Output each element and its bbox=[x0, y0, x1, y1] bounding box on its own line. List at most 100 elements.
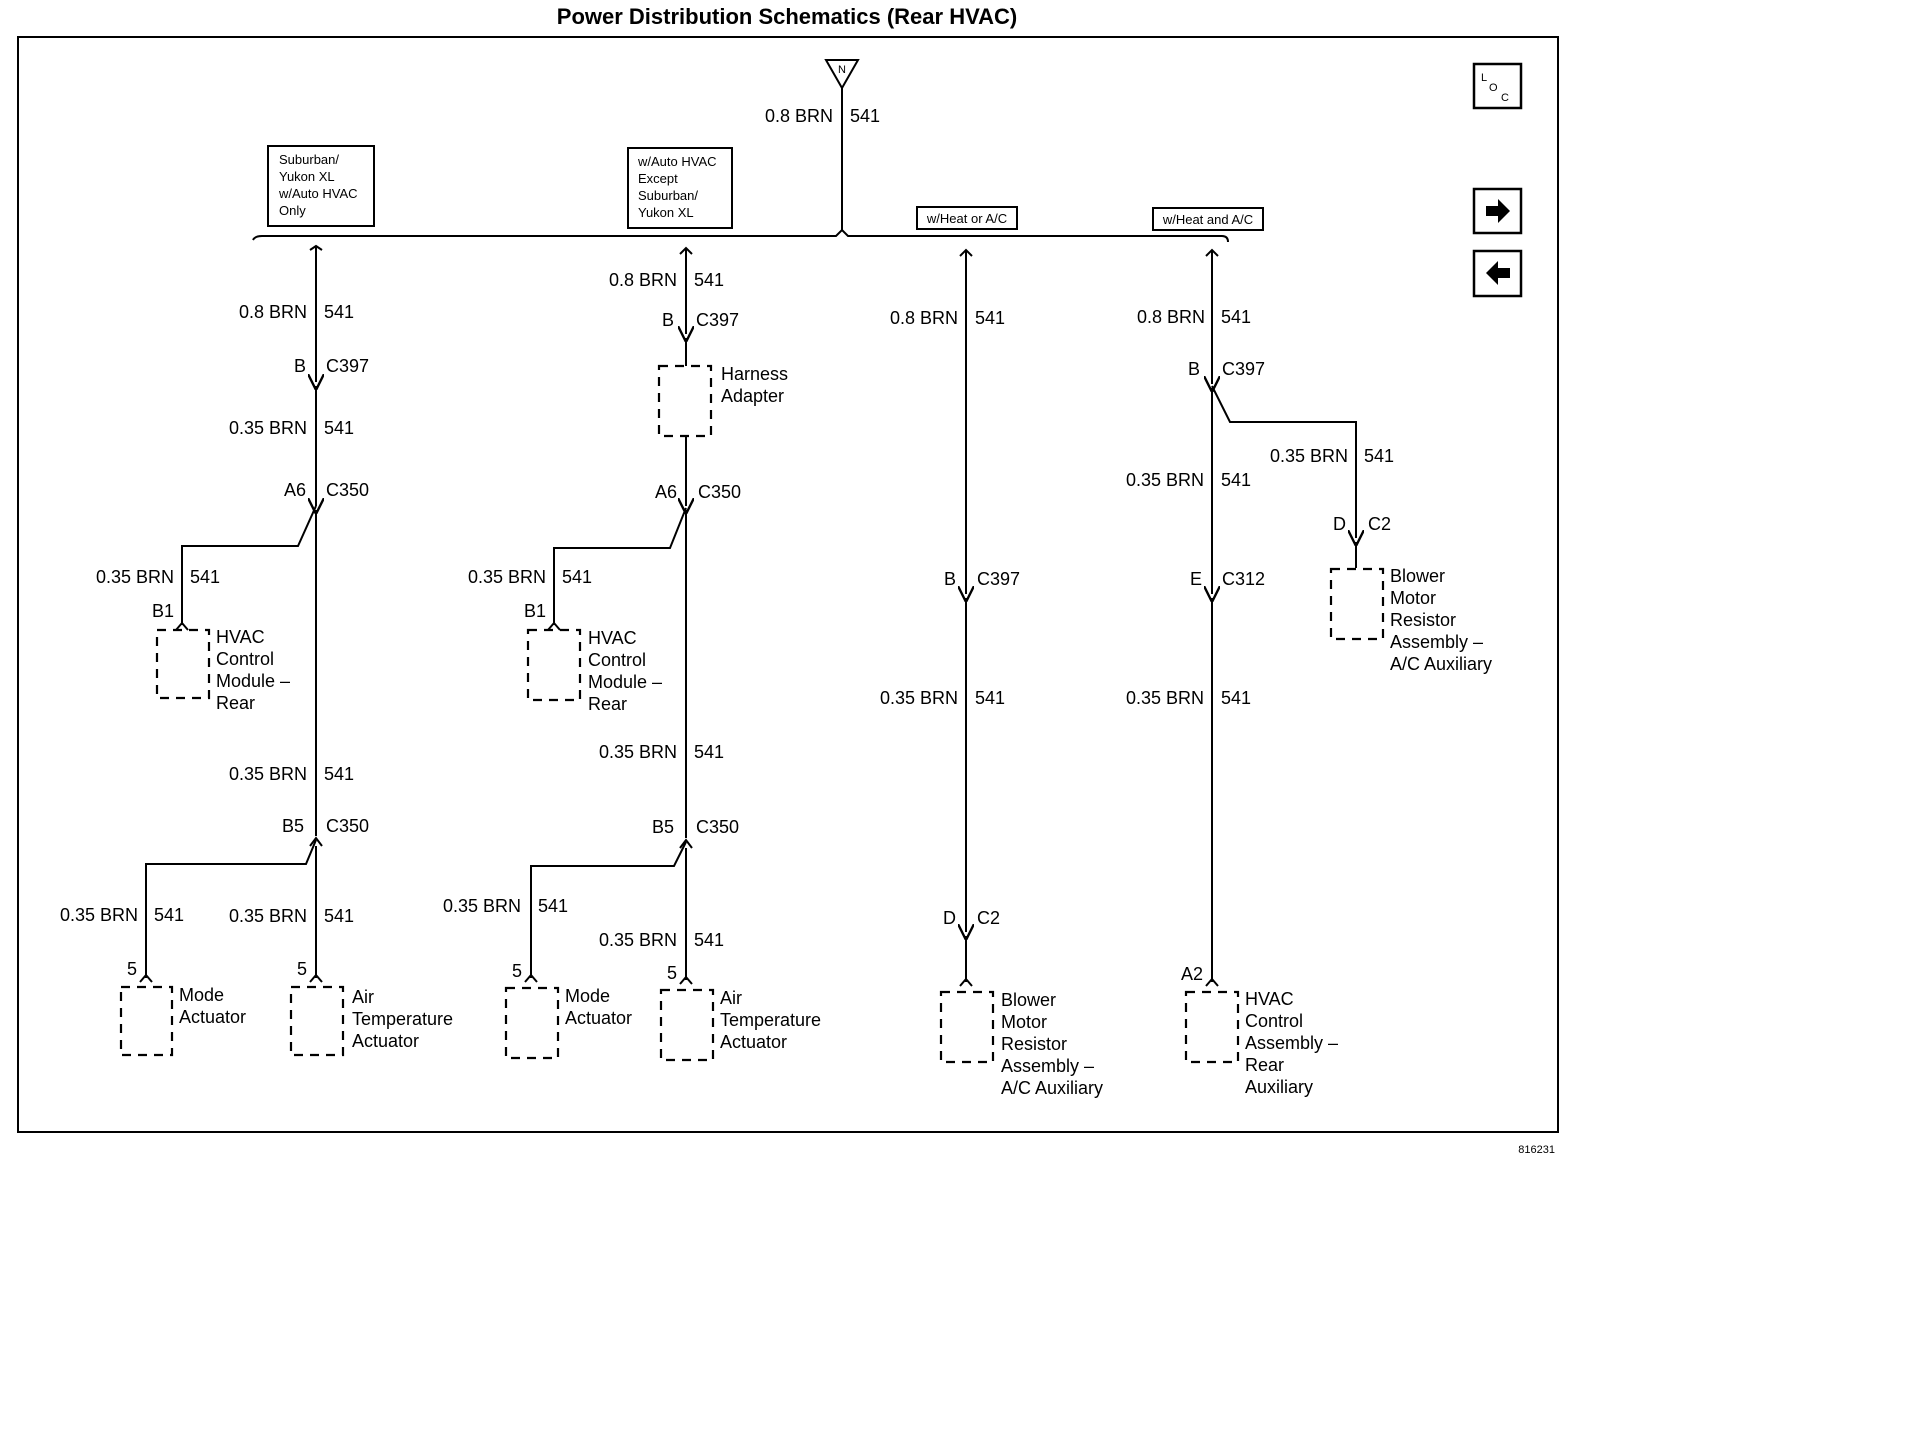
wire-circuit-label: 541 bbox=[694, 930, 724, 950]
svg-text:Control: Control bbox=[216, 649, 274, 669]
hvac-control-assembly-box bbox=[1184, 990, 1240, 1064]
air-temp-actuator-label: Air Temperature Actuator bbox=[352, 987, 453, 1051]
svg-text:Assembly –: Assembly – bbox=[1390, 632, 1483, 652]
connector-pin-label: B bbox=[944, 569, 956, 589]
branch-suburban-auto bbox=[139, 244, 322, 983]
svg-text:Suburban/: Suburban/ bbox=[279, 152, 339, 167]
svg-text:Control: Control bbox=[588, 650, 646, 670]
hvac-control-assembly-label: HVAC Control Assembly – Rear Auxiliary bbox=[1245, 989, 1338, 1097]
svg-text:C: C bbox=[1501, 92, 1509, 104]
option-box-heat-and-ac: w/Heat and A/C bbox=[1152, 207, 1264, 231]
svg-text:Resistor: Resistor bbox=[1390, 610, 1456, 630]
wire-gauge-label: 0.8 BRN bbox=[609, 270, 677, 290]
connector-pin-label: 5 bbox=[127, 959, 137, 979]
wire-gauge-label: 0.35 BRN bbox=[60, 905, 138, 925]
hvac-module-rear-label: HVAC Control Module – Rear bbox=[588, 628, 662, 714]
svg-text:HVAC: HVAC bbox=[216, 627, 265, 647]
wire-gauge-label: 0.35 BRN bbox=[229, 418, 307, 438]
wire-circuit-label: 541 bbox=[324, 418, 354, 438]
connector-pin-label: B5 bbox=[282, 816, 304, 836]
wire-circuit-label: 541 bbox=[324, 906, 354, 926]
diagram-frame bbox=[17, 36, 1559, 1133]
connector-pin-label: D bbox=[1333, 514, 1346, 534]
blower-motor-resistor-label: Blower Motor Resistor Assembly – A/C Aux… bbox=[1001, 990, 1103, 1098]
connector-label: C350 bbox=[696, 817, 739, 837]
arrow-right-icon[interactable] bbox=[1472, 187, 1523, 235]
option-box-heat-or-ac: w/Heat or A/C bbox=[916, 206, 1018, 230]
wire-gauge-label: 0.8 BRN bbox=[239, 302, 307, 322]
connector-label: C397 bbox=[326, 356, 369, 376]
svg-text:L: L bbox=[1481, 72, 1487, 84]
svg-text:Assembly –: Assembly – bbox=[1001, 1056, 1094, 1076]
svg-text:Motor: Motor bbox=[1390, 588, 1436, 608]
connector-pin-label: B bbox=[294, 356, 306, 376]
page-title: Power Distribution Schematics (Rear HVAC… bbox=[557, 4, 1017, 29]
connector-pin-label: A6 bbox=[655, 482, 677, 502]
connector-pin-label: 5 bbox=[667, 963, 677, 983]
svg-text:Temperature: Temperature bbox=[352, 1009, 453, 1029]
connector-pin-label: D bbox=[943, 908, 956, 928]
doc-number: 816231 bbox=[1518, 1144, 1555, 1156]
svg-text:Temperature: Temperature bbox=[720, 1010, 821, 1030]
svg-text:Mode: Mode bbox=[565, 986, 610, 1006]
loc-icon[interactable]: L O C bbox=[1472, 62, 1523, 110]
wire-gauge-label: 0.35 BRN bbox=[880, 688, 958, 708]
svg-text:w/Heat or A/C: w/Heat or A/C bbox=[926, 211, 1007, 226]
power-bus bbox=[252, 228, 1229, 243]
wire-circuit-label: 541 bbox=[694, 270, 724, 290]
wire-circuit-label: 541 bbox=[694, 742, 724, 762]
option-box-auto-except: w/Auto HVAC Except Suburban/ Yukon XL bbox=[627, 147, 733, 229]
connector-pin-label: B1 bbox=[524, 601, 546, 621]
svg-text:Rear: Rear bbox=[216, 693, 255, 713]
svg-text:O: O bbox=[1489, 82, 1498, 94]
source-node: N bbox=[824, 59, 860, 91]
hvac-module-rear-box bbox=[155, 628, 211, 700]
wire-gauge-label: 0.35 BRN bbox=[443, 896, 521, 916]
air-temp-actuator-box bbox=[659, 988, 715, 1062]
svg-text:Rear: Rear bbox=[588, 694, 627, 714]
svg-text:Motor: Motor bbox=[1001, 1012, 1047, 1032]
connector-label: C397 bbox=[977, 569, 1020, 589]
wire-circuit-label: 541 bbox=[190, 567, 220, 587]
svg-text:Rear: Rear bbox=[1245, 1055, 1284, 1075]
svg-text:Yukon XL: Yukon XL bbox=[638, 205, 694, 220]
wire-circuit-label: 541 bbox=[1221, 470, 1251, 490]
mode-actuator-box bbox=[504, 986, 560, 1060]
svg-text:w/Auto HVAC: w/Auto HVAC bbox=[278, 186, 358, 201]
arrow-left-icon[interactable] bbox=[1472, 249, 1523, 298]
connector-label: C397 bbox=[1222, 359, 1265, 379]
svg-text:Yukon XL: Yukon XL bbox=[279, 169, 335, 184]
svg-text:Air: Air bbox=[352, 987, 374, 1007]
svg-text:A/C Auxiliary: A/C Auxiliary bbox=[1390, 654, 1492, 674]
svg-text:Blower: Blower bbox=[1001, 990, 1056, 1010]
source-node-label: N bbox=[838, 64, 846, 76]
svg-text:Air: Air bbox=[720, 988, 742, 1008]
air-temp-actuator-box bbox=[289, 985, 345, 1057]
svg-text:Adapter: Adapter bbox=[721, 386, 784, 406]
mode-actuator-label: Mode Actuator bbox=[565, 986, 632, 1028]
svg-text:Actuator: Actuator bbox=[565, 1008, 632, 1028]
connector-pin-label: A2 bbox=[1181, 964, 1203, 984]
hvac-module-rear-box bbox=[526, 628, 582, 702]
branch-heat-or-ac bbox=[960, 248, 972, 987]
svg-text:Resistor: Resistor bbox=[1001, 1034, 1067, 1054]
wire-gauge-label: 0.35 BRN bbox=[599, 930, 677, 950]
svg-text:Module –: Module – bbox=[216, 671, 290, 691]
wire-circuit-label: 541 bbox=[1364, 446, 1394, 466]
mode-actuator-label: Mode Actuator bbox=[179, 985, 246, 1027]
wire-gauge-label: 0.35 BRN bbox=[229, 906, 307, 926]
svg-text:A/C Auxiliary: A/C Auxiliary bbox=[1001, 1078, 1103, 1098]
connector-label: C2 bbox=[977, 908, 1000, 928]
wire-circuit-label: 541 bbox=[1221, 307, 1251, 327]
air-temp-actuator-label: Air Temperature Actuator bbox=[720, 988, 821, 1052]
connector-pin-label: B1 bbox=[152, 601, 174, 621]
wire-circuit-label: 541 bbox=[975, 308, 1005, 328]
connector-label: C350 bbox=[326, 480, 369, 500]
svg-text:Harness: Harness bbox=[721, 364, 788, 384]
wire-circuit-label: 541 bbox=[975, 688, 1005, 708]
wire-circuit-label: 541 bbox=[324, 764, 354, 784]
blower-motor-resistor-box bbox=[1329, 567, 1385, 641]
connector-pin-label: E bbox=[1190, 569, 1202, 589]
wire-circuit-label: 541 bbox=[562, 567, 592, 587]
wire-gauge-label: 0.35 BRN bbox=[229, 764, 307, 784]
